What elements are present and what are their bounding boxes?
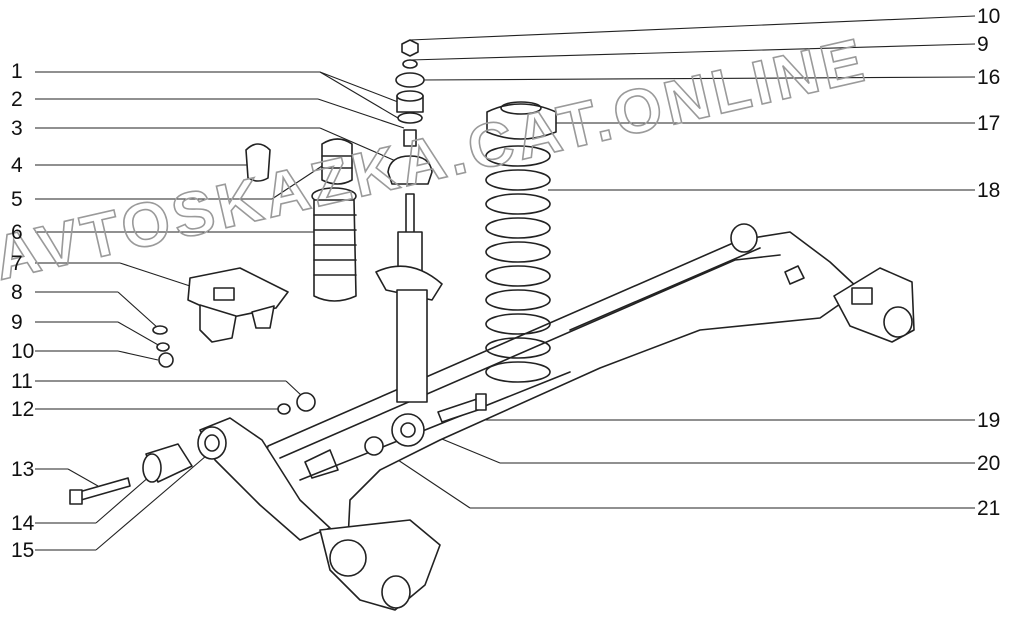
washer-8 [152, 325, 168, 335]
callout-9: 9 [11, 311, 23, 334]
callout-5: 5 [11, 188, 23, 211]
callout-18: 18 [977, 179, 1001, 202]
bump-stop-4 [245, 143, 271, 182]
bolt-19 [437, 393, 487, 423]
spring-seat-17 [486, 101, 557, 140]
boot-6 [311, 187, 357, 302]
nut-11 [296, 392, 316, 412]
callout-19: 19 [977, 409, 1001, 432]
leader-lines [35, 15, 976, 551]
callout-10-right: 10 [977, 5, 1001, 28]
buffer-5 [321, 138, 353, 185]
callout-8: 8 [11, 281, 23, 304]
callout-4: 4 [11, 154, 23, 177]
rear-axle-beam [197, 223, 915, 611]
callout-12: 12 [11, 398, 35, 421]
callout-16: 16 [977, 66, 1001, 89]
callout-7: 7 [11, 252, 23, 275]
bushing-14 [142, 443, 193, 483]
callout-21: 21 [977, 497, 1001, 520]
washer-9 [156, 342, 170, 352]
shock-absorber [375, 193, 443, 447]
callout-1: 1 [11, 60, 23, 83]
shock-top-parts [387, 39, 433, 185]
callout-6: 6 [11, 221, 23, 244]
washer-12 [277, 403, 291, 415]
nut-21 [364, 436, 384, 456]
bolt-13 [69, 477, 131, 505]
nut-10-left [158, 352, 174, 368]
callout-9-right: 9 [977, 33, 989, 56]
callout-20: 20 [977, 452, 1001, 475]
callout-2: 2 [11, 88, 23, 111]
callout-14: 14 [11, 512, 35, 535]
callout-13: 13 [11, 458, 35, 481]
callout-10-left: 10 [11, 340, 35, 363]
callout-3: 3 [11, 117, 23, 140]
callout-11: 11 [11, 370, 33, 393]
coil-spring-18 [485, 145, 551, 383]
callout-17: 17 [977, 112, 1001, 135]
bracket-7 [187, 267, 289, 343]
callout-15: 15 [11, 539, 35, 562]
